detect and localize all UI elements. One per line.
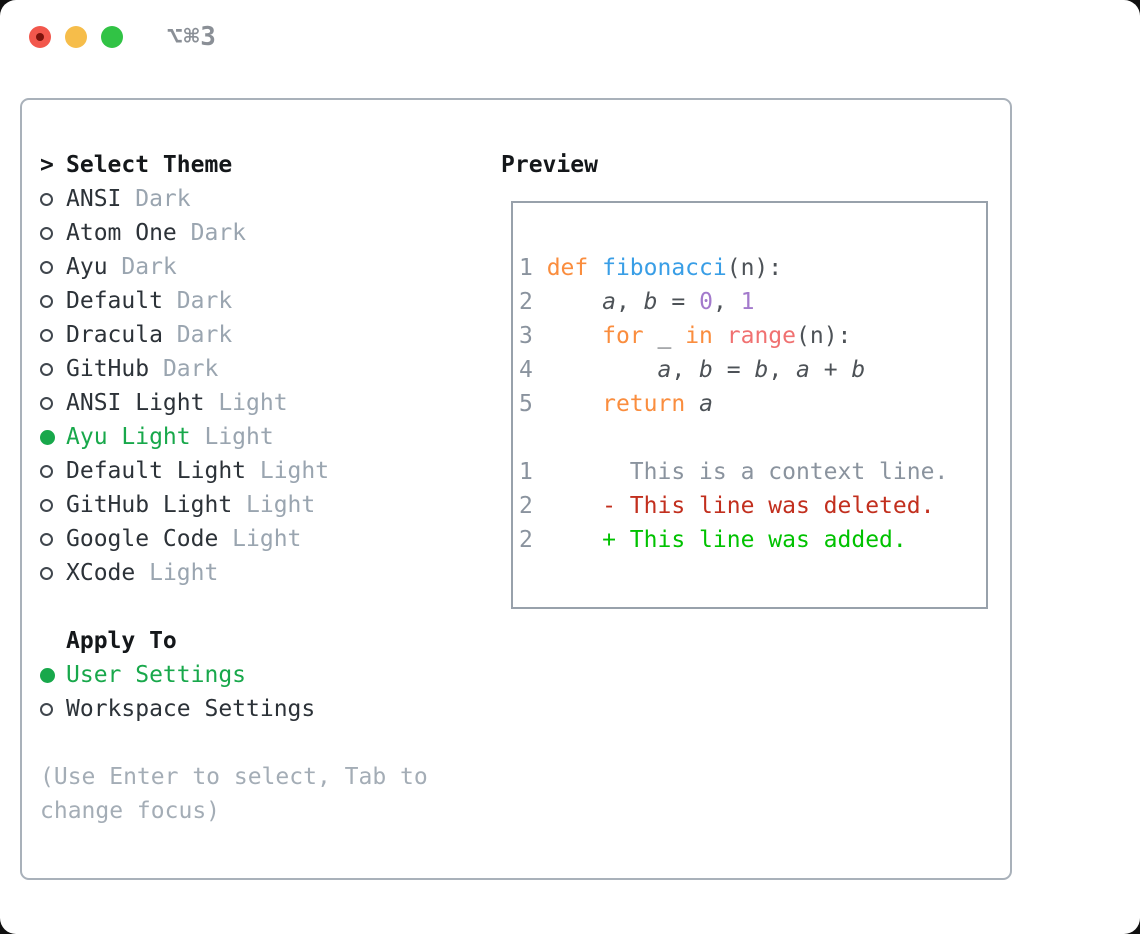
spacer [40,590,428,624]
radio-icon [40,498,53,512]
unsaved-indicator-dot [36,33,44,41]
preview-line-code: 4 a, b = b, a + b [519,357,866,383]
spacer [40,726,428,760]
radio-icon [40,328,53,342]
preview-line-code: 3 for _ in range(n): [519,323,852,349]
preview-pane: 1 def fibonacci(n): 2 a, b = 0, 1 3 for _ … [511,201,988,609]
radio-icon [40,260,53,274]
select-theme-header-row: > Select Theme [40,148,428,182]
radio-icon [40,702,53,716]
apply-to-list: User Settings Workspace Settings [40,658,428,726]
focus-caret: > [40,152,54,178]
radio-icon [40,667,55,683]
window-title: ⌥⌘3 [167,22,217,52]
minimize-button[interactable] [65,26,87,48]
title-bar: ⌥⌘3 [0,0,1140,70]
help-text-line-2: change focus) [40,798,221,824]
preview-line-blank [519,421,982,455]
help-text-line-1: (Use Enter to select, Tab to [40,764,428,790]
radio-icon [40,566,53,580]
radio-icon [40,429,55,445]
preview-line-diff-context: 1 This is a context line. [519,459,949,485]
preview-line-code: 5 return a [519,391,713,417]
close-button[interactable] [29,26,51,48]
apply-to-title: Apply To [66,628,177,654]
radio-icon [40,464,53,478]
preview-line-code: 2 a, b = 0, 1 [519,289,755,315]
radio-icon [40,226,53,240]
radio-icon [40,362,53,376]
radio-icon [40,192,53,206]
zoom-button[interactable] [101,26,123,48]
radio-icon [40,396,53,410]
radio-icon [40,532,53,546]
select-theme-title: Select Theme [66,152,233,178]
apply-option-user-settings[interactable]: User Settings [40,658,428,692]
apply-to-header-row: Apply To [40,624,428,658]
preview-line-diff-added: 2 + This line was added. [519,527,907,553]
preview-title: Preview [501,152,598,178]
preview-line-code: 1 def fibonacci(n): [519,255,783,281]
radio-icon [40,294,53,308]
preview-code: 1 def fibonacci(n): 2 a, b = 0, 1 3 for _ … [513,203,986,557]
apply-option-workspace-settings[interactable]: Workspace Settings [40,692,428,726]
preview-line-diff-deleted: 2 - This line was deleted. [519,493,935,519]
